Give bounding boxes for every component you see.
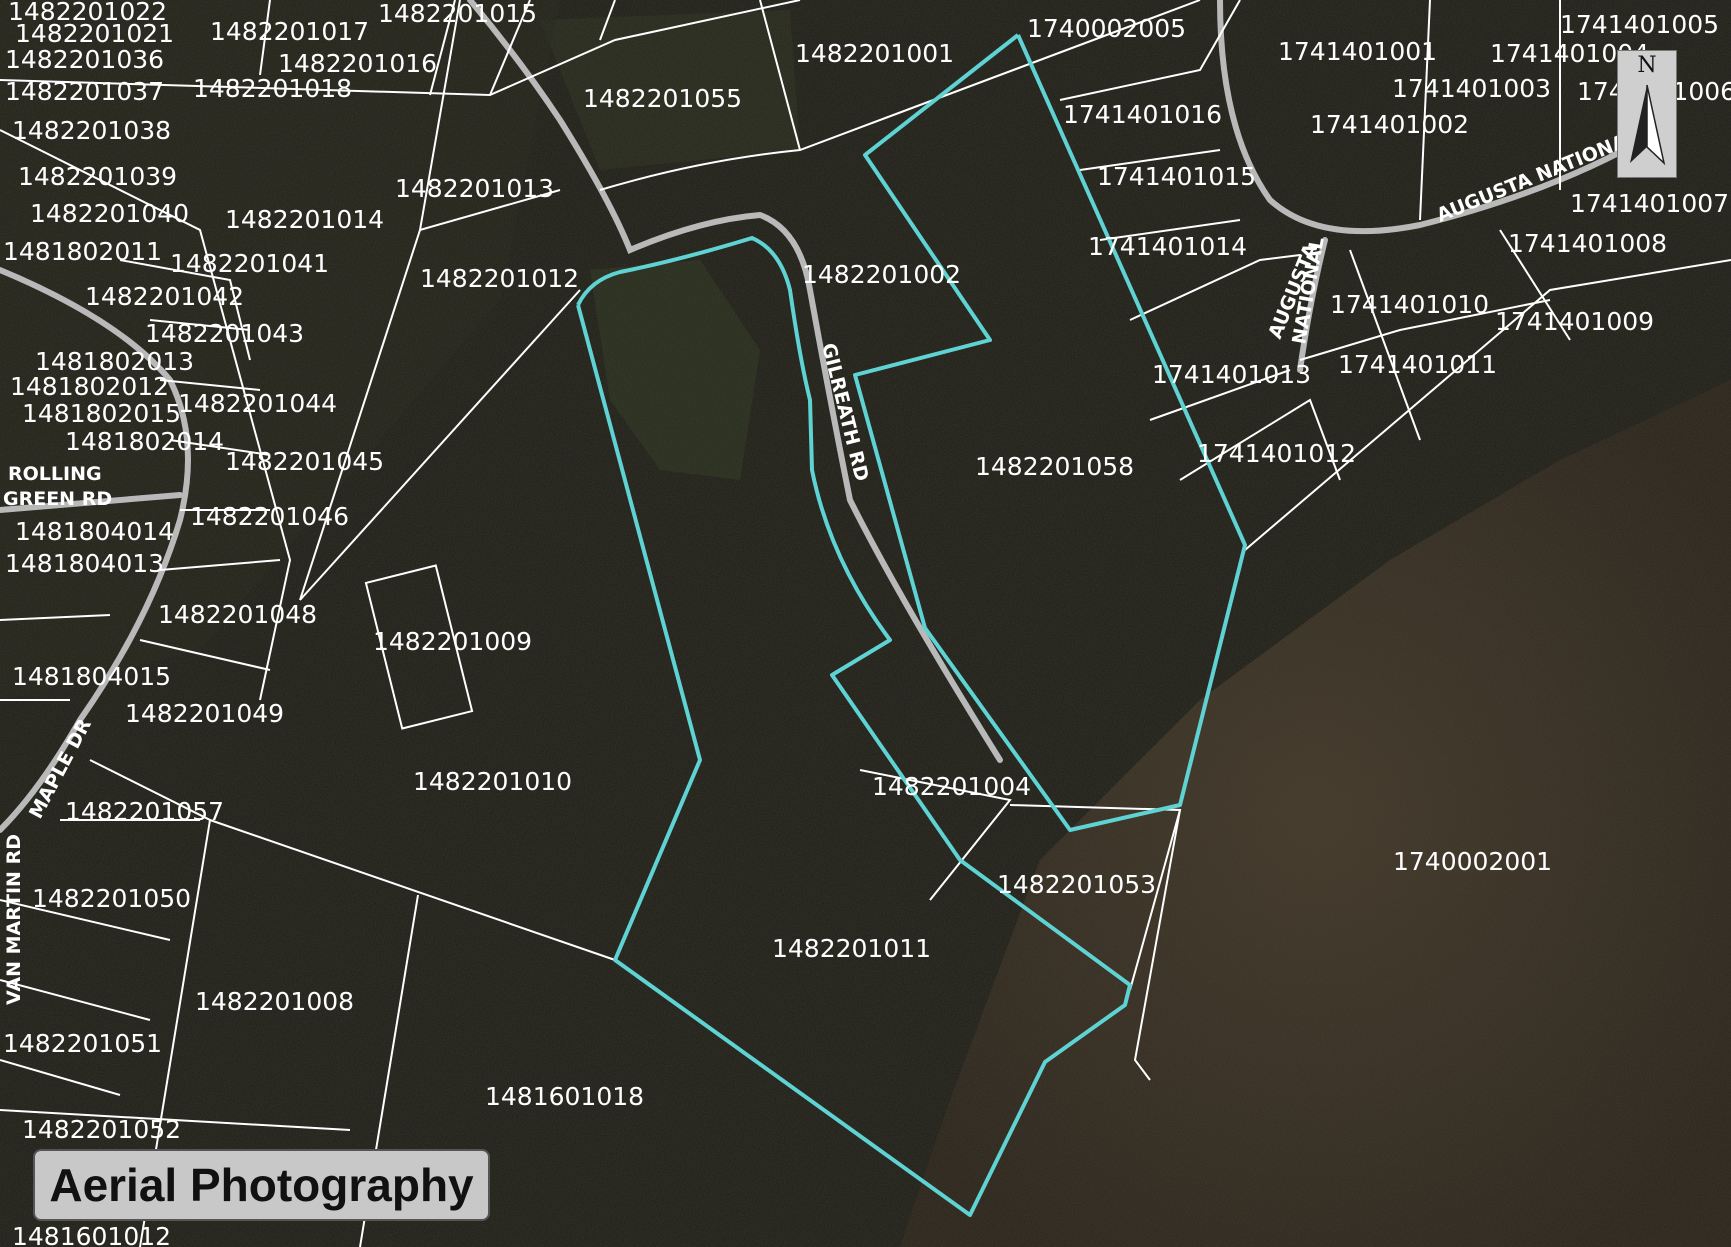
- parcel-label: 1482201009: [373, 627, 532, 656]
- north-arrow-icon: [1630, 84, 1666, 166]
- parcel-label: 1741401007: [1570, 189, 1729, 218]
- parcel-label: 1481802014: [65, 427, 224, 456]
- parcel-label: 1482201037: [5, 77, 164, 106]
- road-label-van-martin-rd: VAN MARTIN RD: [3, 834, 25, 1005]
- parcel-label: 1482201039: [18, 162, 177, 191]
- road-label-rolling: ROLLING: [8, 463, 102, 485]
- parcel-label: 1482201001: [795, 39, 954, 68]
- parcel-label: 1482201012: [420, 264, 579, 293]
- parcel-label: 1481804014: [15, 517, 174, 546]
- parcel-label: 1741401014: [1088, 232, 1247, 261]
- parcel-label: 1482201013: [395, 174, 554, 203]
- road-green-rd: [0, 492, 183, 513]
- parcel-label: 1482201016: [278, 49, 437, 78]
- parcel-label: 1741401008: [1508, 229, 1667, 258]
- parcel-label: 1482201040: [30, 199, 189, 228]
- parcel-label: 1482201014: [225, 205, 384, 234]
- parcel-label: 1482201004: [872, 772, 1031, 801]
- layer-badge[interactable]: Aerial Photography: [33, 1149, 490, 1221]
- layer-badge-label: Aerial Photography: [49, 1159, 474, 1211]
- parcel-label: 1482201043: [145, 319, 304, 348]
- parcel-label: 1482201045: [225, 447, 384, 476]
- parcel-label: 1741401016: [1063, 100, 1222, 129]
- parcel-labels: 1482201022 1482201021 1482201036 1482201…: [3, 0, 1731, 1247]
- parcel-label: 1482201018: [193, 74, 352, 103]
- parcel-label: 1481601018: [485, 1082, 644, 1111]
- parcel-label: 1741401011: [1338, 350, 1497, 379]
- subject-property-outline: [576, 33, 1247, 1217]
- parcel-label: 1482201036: [5, 45, 164, 74]
- parcel-label: 1741401010: [1330, 290, 1489, 319]
- parcel-label: 1482201015: [378, 0, 537, 28]
- parcel-label: 1741401013: [1152, 360, 1311, 389]
- parcel-label: 1741401009: [1495, 307, 1654, 336]
- north-arrow: N: [1617, 50, 1677, 178]
- parcel-label: 1482201048: [158, 600, 317, 629]
- parcel-label: 1482201044: [178, 389, 337, 418]
- subject-parcel-1482201011: [576, 236, 1132, 1217]
- parcel-label: 1482201008: [195, 987, 354, 1016]
- parcel-label: 1481802015: [22, 399, 181, 428]
- parcel-label: 1482201058: [975, 452, 1134, 481]
- parcel-label: 1482201011: [772, 934, 931, 963]
- parcel-label: 1481601012: [12, 1222, 171, 1247]
- parcel-label: 1482201022: [8, 0, 167, 26]
- parcel-label: 1482201049: [125, 699, 284, 728]
- parcel-label: 1740002005: [1027, 14, 1186, 43]
- road-augusta-national: [1217, 0, 1663, 235]
- parcel-label: 1482201021: [15, 19, 174, 48]
- parcel-label: 1482201053: [997, 870, 1156, 899]
- parcel-label: 1482201052: [22, 1115, 181, 1144]
- north-arrow-label: N: [1637, 53, 1657, 78]
- parcel-label: 1482201050: [32, 884, 191, 913]
- parcel-label: 1482201038: [12, 116, 171, 145]
- parcel-label: 1741401002: [1310, 110, 1469, 139]
- road-gilreath: [467, 0, 1003, 763]
- parcel-label: 1482201057: [65, 797, 224, 826]
- parcel-label: 1482201055: [583, 84, 742, 113]
- parcel-label: 1741401015: [1097, 162, 1256, 191]
- road-rolling-green: [0, 267, 191, 833]
- parcel-label: 1741401005: [1560, 10, 1719, 39]
- parcel-label: 1481804013: [5, 549, 164, 578]
- parcel-label: 1741401001: [1278, 37, 1437, 66]
- parcel-label: 1481804015: [12, 662, 171, 691]
- parcel-label: 1482201051: [3, 1029, 162, 1058]
- road-augusta-spur: [1297, 237, 1328, 373]
- parcel-label: 1482201041: [170, 249, 329, 278]
- parcel-label: 1482201002: [802, 260, 961, 289]
- parcel-label: 1741401012: [1197, 439, 1356, 468]
- parcel-label: 1482201010: [413, 767, 572, 796]
- parcel-label: 1481802013: [35, 347, 194, 376]
- parcel-label: 1482201042: [85, 282, 244, 311]
- parcel-label: 1482201046: [190, 502, 349, 531]
- parcel-label: 1481802011: [3, 237, 162, 266]
- parcel-label: 1481802012: [10, 372, 169, 401]
- parcel-label: 1740002001: [1393, 847, 1552, 876]
- road-label-green-rd: GREEN RD: [3, 488, 112, 510]
- roads: [0, 0, 1663, 833]
- parcel-label: 1741401003: [1392, 74, 1551, 103]
- parcel-label: 1482201017: [210, 17, 369, 46]
- subject-parcel-1482201058: [853, 33, 1247, 832]
